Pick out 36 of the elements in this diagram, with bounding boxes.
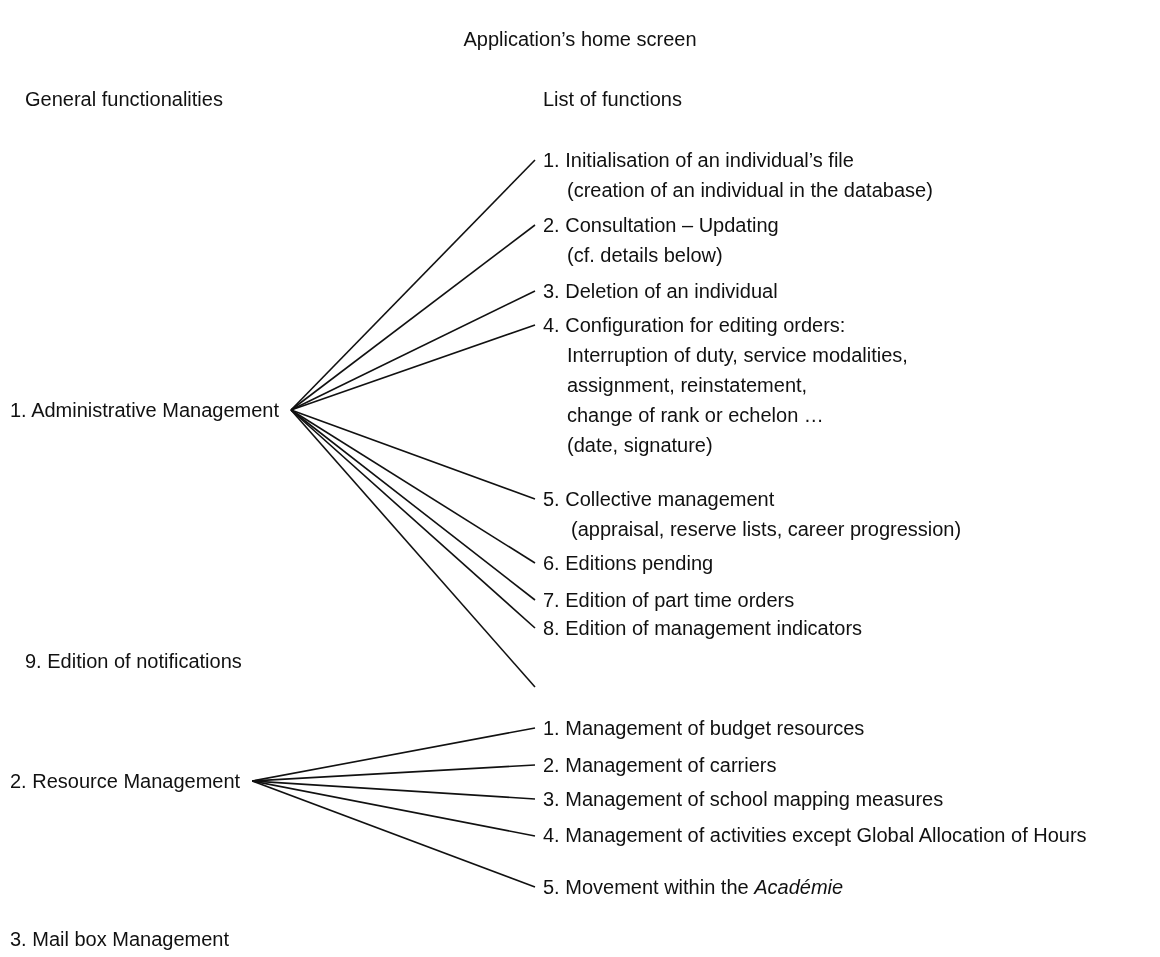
- connector-line: [290, 290, 536, 411]
- function-item: 3. Mail box Management: [10, 928, 229, 951]
- function-item: 1. Management of budget resources: [543, 716, 865, 741]
- function-item: 3. Management of school mapping measures: [543, 787, 944, 812]
- connector-line: [251, 780, 536, 888]
- item-detail: Interruption of duty, service modalities,: [566, 343, 908, 368]
- column-heading: List of functions: [543, 88, 682, 111]
- function-item: 1. Initialisation of an individual’s file: [543, 148, 855, 173]
- function-item: 8. Edition of management indicators: [543, 616, 863, 641]
- function-item: 2. Resource Management: [10, 769, 241, 794]
- connector-line: [290, 159, 536, 411]
- function-item: 4. Configuration for editing orders:: [543, 313, 847, 338]
- function-item: 5. Collective management: [543, 487, 776, 512]
- connector-line: [251, 780, 536, 800]
- item-detail: (creation of an individual in the database): [566, 178, 933, 203]
- function-item: 6. Editions pending: [543, 551, 714, 576]
- connector-line: [290, 224, 536, 411]
- diagram-title: Application’s home screen: [462, 28, 698, 51]
- function-item: 3. Deletion of an individual: [543, 279, 778, 304]
- function-item: 5. Movement within the Académie: [543, 875, 844, 900]
- function-item: 2. Consultation – Updating: [543, 213, 779, 238]
- connector-line: [290, 409, 536, 500]
- connector-line: [290, 409, 536, 688]
- item-detail: (appraisal, reserve lists, career progression): [570, 517, 962, 542]
- connector-line: [251, 780, 536, 837]
- item-detail: assignment, reinstatement,: [566, 373, 809, 398]
- function-item: 4. Management of activities except Global Allocation of Hours: [543, 823, 1088, 848]
- function-item: 2. Management of carriers: [543, 753, 777, 778]
- column-heading: General functionalities: [25, 88, 223, 111]
- connector-line: [290, 324, 536, 411]
- function-item: 9. Edition of notifications: [25, 650, 242, 673]
- function-item: 1. Administrative Management: [10, 398, 280, 423]
- item-detail: (cf. details below): [566, 243, 724, 268]
- item-detail: change of rank or echelon …: [566, 403, 825, 428]
- function-item: 7. Edition of part time orders: [543, 588, 795, 613]
- item-detail: (date, signature): [566, 433, 714, 458]
